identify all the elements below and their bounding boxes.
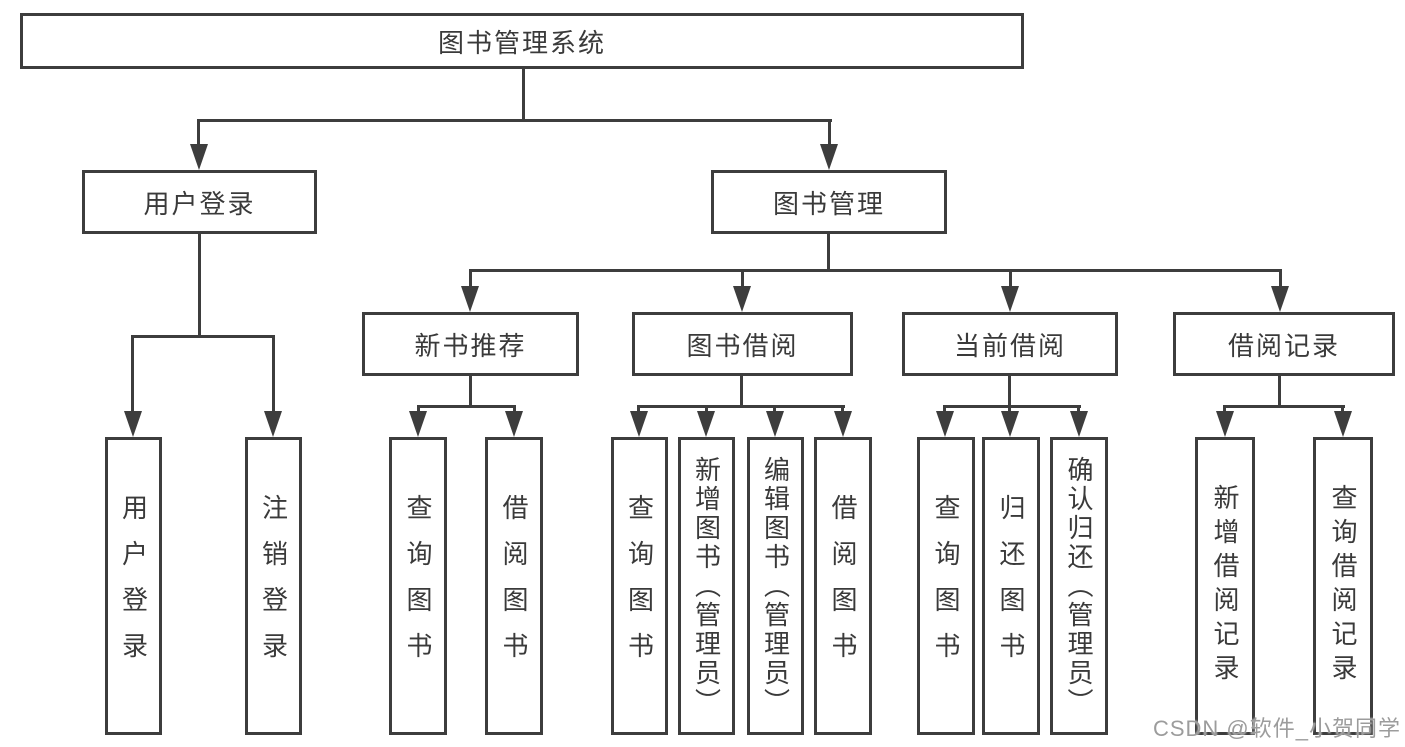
leaf-label: 确认归还（管理员） (1064, 455, 1094, 717)
connector-line (1009, 269, 1012, 288)
connector-line (827, 234, 830, 272)
connector-line (469, 376, 472, 408)
arrow-down-icon (697, 411, 715, 437)
node-new-book-recommend: 新书推荐 (362, 312, 579, 376)
node-label: 图书管理系统 (437, 27, 606, 58)
leaf-label: 注销登录 (258, 494, 289, 678)
arrow-down-icon (733, 286, 751, 312)
node-borrow-records: 借阅记录 (1173, 312, 1395, 376)
connector-line (469, 269, 472, 288)
arrow-down-icon (936, 411, 954, 437)
leaf-return-book: 归还图书 (982, 437, 1040, 735)
connector-line (1077, 405, 1080, 415)
arrow-down-icon (1001, 411, 1019, 437)
leaf-logout: 注销登录 (245, 437, 302, 735)
leaf-query-books: 查询图书 (389, 437, 447, 735)
arrow-down-icon (124, 411, 142, 437)
leaf-edit-book-admin: 编辑图书（管理员） (747, 437, 804, 735)
connector-line (131, 335, 134, 413)
leaf-confirm-return-admin: 确认归还（管理员） (1050, 437, 1108, 735)
leaf-label: 查询图书 (403, 494, 433, 678)
connector-line (1008, 376, 1011, 408)
node-label: 图书管理 (772, 188, 885, 219)
watermark: CSDN @软件_小贺同学 (1152, 716, 1401, 741)
arrow-down-icon (1334, 411, 1352, 437)
connector-line (272, 335, 275, 413)
connector-line (198, 234, 201, 338)
leaf-label: 新增图书（管理员） (691, 455, 722, 717)
connector-line (197, 119, 200, 148)
node-label: 图书借阅 (686, 330, 799, 361)
arrow-down-icon (820, 144, 838, 170)
node-current-borrow: 当前借阅 (902, 312, 1118, 376)
leaf-label: 查询图书 (931, 494, 961, 678)
leaf-label: 查询借阅记录 (1328, 484, 1358, 688)
connector-line (1341, 405, 1344, 415)
connector-line (469, 269, 1282, 272)
node-label: 用户登录 (143, 188, 256, 219)
connector-line (740, 376, 743, 408)
node-user-login: 用户登录 (82, 170, 317, 234)
arrow-down-icon (461, 286, 479, 312)
leaf-query-books-borrow: 查询图书 (611, 437, 668, 735)
arrow-down-icon (190, 144, 208, 170)
connector-line (513, 405, 516, 415)
arrow-down-icon (1271, 286, 1289, 312)
arrow-down-icon (834, 411, 852, 437)
leaf-label: 新增借阅记录 (1210, 484, 1240, 688)
connector-line (197, 119, 832, 122)
connector-line (773, 405, 776, 415)
connector-line (637, 405, 640, 415)
leaf-label: 查询图书 (624, 494, 655, 678)
leaf-query-books-current: 查询图书 (917, 437, 975, 735)
connector-line (705, 405, 708, 415)
node-book-borrow: 图书借阅 (632, 312, 853, 376)
connector-line (417, 405, 516, 408)
arrow-down-icon (505, 411, 523, 437)
arrow-down-icon (766, 411, 784, 437)
arrow-down-icon (409, 411, 427, 437)
leaf-label: 借阅图书 (499, 494, 529, 678)
leaf-label: 编辑图书（管理员） (760, 455, 791, 717)
connector-line (1279, 269, 1282, 288)
leaf-user-login: 用户登录 (105, 437, 162, 735)
leaf-query-borrow-record: 查询借阅记录 (1313, 437, 1373, 735)
connector-line (522, 69, 525, 121)
node-library-system: 图书管理系统 (20, 13, 1024, 69)
node-label: 借阅记录 (1227, 330, 1340, 361)
connector-line (741, 269, 744, 288)
connector-line (132, 335, 275, 338)
connector-line (1223, 405, 1226, 415)
leaf-label: 借阅图书 (828, 494, 858, 678)
node-label: 新书推荐 (414, 330, 527, 361)
node-book-management: 图书管理 (711, 170, 947, 234)
node-label: 当前借阅 (953, 330, 1066, 361)
leaf-borrow-books: 借阅图书 (485, 437, 543, 735)
connector-line (417, 405, 420, 415)
leaf-label: 用户登录 (118, 494, 149, 678)
arrow-down-icon (1070, 411, 1088, 437)
connector-line (1008, 405, 1011, 415)
arrow-down-icon (1001, 286, 1019, 312)
connector-line (1278, 376, 1281, 408)
connector-line (943, 405, 946, 415)
connector-line (638, 405, 845, 408)
leaf-label: 归还图书 (996, 494, 1026, 678)
arrow-down-icon (630, 411, 648, 437)
leaf-borrow-books-2: 借阅图书 (814, 437, 872, 735)
connector-line (944, 405, 1081, 408)
arrow-down-icon (264, 411, 282, 437)
arrow-down-icon (1216, 411, 1234, 437)
leaf-add-borrow-record: 新增借阅记录 (1195, 437, 1255, 735)
leaf-add-book-admin: 新增图书（管理员） (678, 437, 735, 735)
connector-line (1224, 405, 1345, 408)
connector-line (841, 405, 844, 415)
connector-line (828, 119, 831, 148)
